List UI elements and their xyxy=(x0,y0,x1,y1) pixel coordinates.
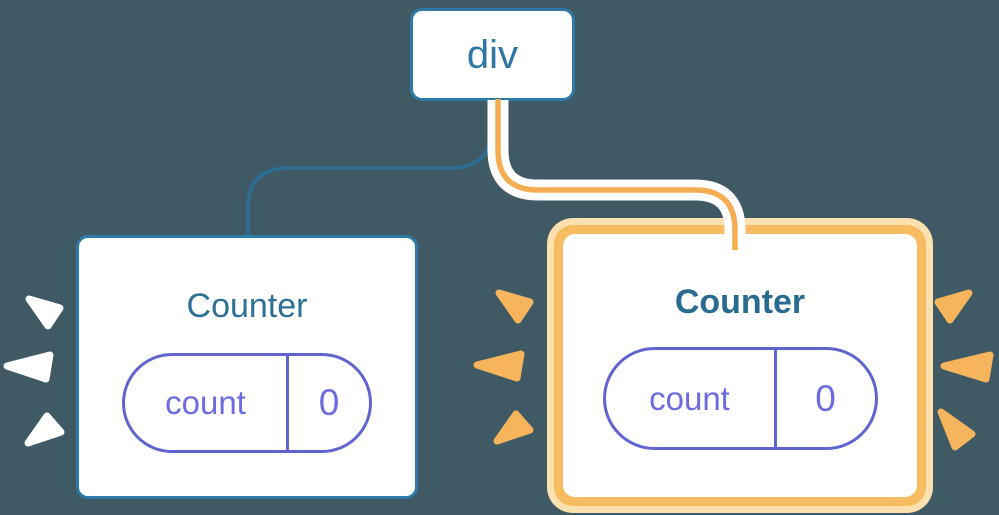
root-node-label: div xyxy=(466,32,519,77)
right-state-value: 0 xyxy=(815,377,836,419)
right-pill-divider xyxy=(773,350,777,448)
right-counter-title: Counter xyxy=(674,283,806,321)
render-spark-icon xyxy=(493,410,534,445)
render-spark-icon xyxy=(937,408,976,451)
render-spark-icon xyxy=(934,289,973,324)
right-counter-highlight-border: Counter count 0 xyxy=(554,225,926,506)
render-spark-icon xyxy=(940,351,994,383)
left-state-pill: count 0 xyxy=(122,353,372,454)
right-counter-render-sparks-left xyxy=(473,289,534,445)
right-counter-highlight-halo: Counter count 0 xyxy=(547,218,933,513)
render-spark-icon xyxy=(473,350,525,382)
right-state-pill: count 0 xyxy=(602,347,878,451)
left-state-value: 0 xyxy=(318,382,340,424)
right-counter-node: Counter count 0 xyxy=(563,234,917,497)
left-counter-node: Counter count 0 xyxy=(76,235,418,499)
left-pill-divider xyxy=(286,356,289,451)
render-spark-icon xyxy=(3,351,54,383)
left-state-key: count xyxy=(165,384,246,422)
render-spark-icon xyxy=(495,289,534,324)
render-spark-icon xyxy=(25,295,64,330)
root-node-div: div xyxy=(410,8,575,101)
connector-div-to-right-counter xyxy=(495,99,738,250)
left-counter-render-sparks xyxy=(3,295,65,447)
connector-casing xyxy=(487,100,746,252)
render-spark-icon xyxy=(24,412,65,447)
right-state-key: count xyxy=(649,379,730,417)
right-counter-render-sparks-right xyxy=(934,289,994,451)
left-counter-title: Counter xyxy=(186,287,308,325)
